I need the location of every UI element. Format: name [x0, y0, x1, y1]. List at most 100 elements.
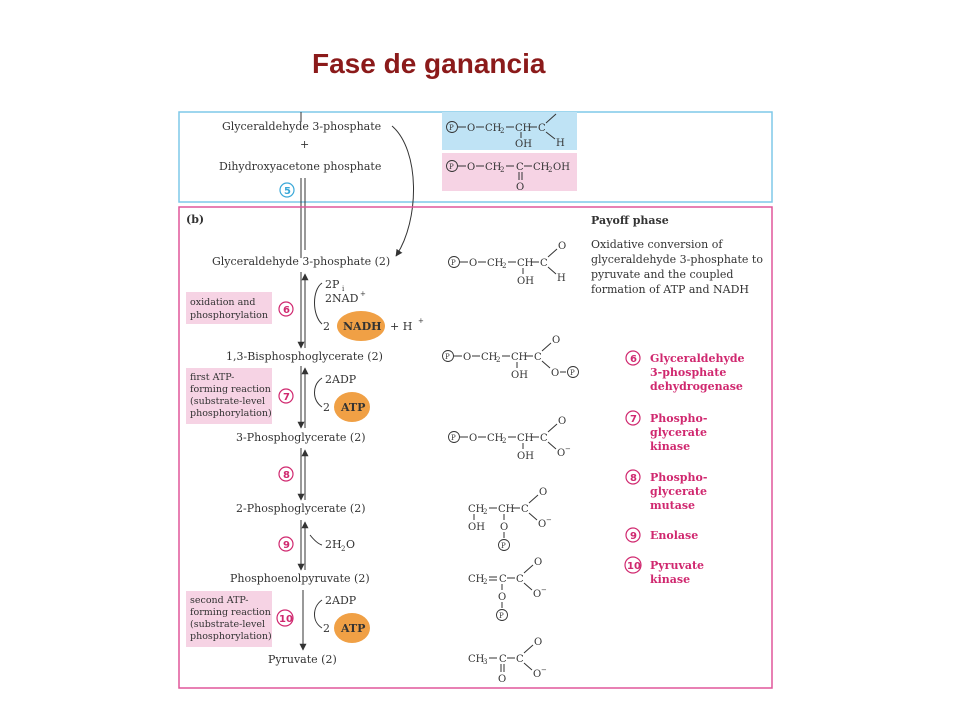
svg-text:O: O	[469, 433, 477, 444]
svg-text:P: P	[445, 353, 450, 361]
svg-text:C: C	[540, 433, 548, 444]
svg-text:O: O	[558, 241, 566, 252]
svg-text:CH: CH	[468, 504, 485, 515]
plus-sign: +	[300, 138, 309, 151]
second-atp-annotation-1: second ATP-	[190, 595, 249, 606]
oxidation-annotation-box	[186, 292, 272, 324]
svg-text:6: 6	[630, 354, 637, 365]
svg-text:P: P	[501, 542, 506, 550]
enzyme-legend: 6 Glyceraldehyde 3-phosphate dehydrogena…	[624, 350, 745, 586]
svg-text:O: O	[463, 352, 471, 363]
isomerase-curve-arrow	[391, 125, 415, 257]
g3p-structure: P O CH 2 CH C OH O H	[448, 241, 566, 287]
dhap-structure-highlight	[442, 153, 577, 191]
svg-text:2: 2	[502, 437, 506, 445]
step-7-circle	[278, 388, 294, 404]
step-8-number: 8	[283, 470, 290, 481]
metabolite-3pg: 3-Phosphoglycerate (2)	[236, 431, 366, 444]
svg-text:O: O	[467, 162, 475, 173]
svg-text:O: O	[538, 519, 546, 530]
product-atp-7: ATP	[340, 401, 365, 414]
svg-text:CH: CH	[468, 654, 485, 665]
enzyme-8-line-3: mutase	[650, 499, 695, 512]
svg-text:−: −	[541, 586, 547, 594]
svg-text:−: −	[541, 666, 547, 674]
enzyme-8-line-2: glycerate	[650, 485, 707, 498]
svg-text:+: +	[418, 317, 424, 325]
product-nadh: NADH	[343, 320, 382, 333]
metabolite-gap-top: Glyceraldehyde 3-phosphate	[222, 120, 381, 133]
3pg-structure: P O CH 2 CH C OH O O −	[448, 416, 571, 462]
product-coef-atp-7: 2	[323, 401, 330, 414]
svg-text:CH: CH	[498, 504, 515, 515]
svg-text:CH: CH	[481, 352, 498, 363]
enzyme-7-line-1: Phospho-	[650, 412, 707, 425]
panel-b-frame	[178, 206, 773, 689]
svg-text:O: O	[534, 557, 542, 568]
svg-text:CH: CH	[487, 258, 504, 269]
step-7-number: 7	[283, 392, 290, 403]
svg-text:OH: OH	[553, 162, 570, 173]
product-h-plus: + H	[390, 320, 412, 333]
phase-desc-2: glyceraldehyde 3-phosphate to	[591, 253, 763, 266]
svg-text:O: O	[346, 538, 355, 551]
svg-text:i: i	[342, 285, 345, 293]
second-atp-annotation-4: phosphorylation)	[190, 631, 272, 642]
svg-text:C: C	[499, 654, 507, 665]
nadh-badge	[337, 311, 385, 341]
svg-text:CH: CH	[468, 574, 485, 585]
svg-text:P: P	[449, 124, 454, 132]
enzyme-10-line-1: Pyruvate	[650, 559, 704, 572]
svg-text:C: C	[516, 162, 524, 173]
metabolite-g3p: Glyceraldehyde 3-phosphate (2)	[212, 255, 390, 268]
svg-text:O: O	[539, 487, 547, 498]
svg-text:C: C	[516, 574, 524, 585]
slide-title: Fase de ganancia	[312, 48, 546, 79]
svg-text:OH: OH	[515, 139, 532, 150]
first-atp-annotation-4: phosphorylation)	[190, 408, 272, 419]
enzyme-6-line-3: dehydrogenase	[650, 380, 743, 393]
atp-badge-7	[334, 392, 370, 422]
enzyme-9-line-1: Enolase	[650, 529, 698, 542]
reactant-2adp-10: 2ADP	[325, 594, 357, 607]
2pg-structure: CH 2 CH C OH O P O O −	[468, 487, 552, 551]
step-8-circle	[278, 466, 294, 482]
svg-text:10: 10	[627, 561, 641, 572]
svg-text:CH: CH	[517, 433, 534, 444]
svg-text:2: 2	[500, 166, 504, 174]
svg-text:OH: OH	[511, 370, 528, 381]
product-atp-10: ATP	[340, 622, 365, 635]
svg-text:CH: CH	[487, 433, 504, 444]
second-atp-annotation-box	[186, 591, 272, 647]
step-10-number: 10	[279, 614, 293, 625]
oxidation-annotation-1: oxidation and	[190, 297, 255, 308]
svg-text:−: −	[546, 516, 552, 524]
svg-text:O: O	[533, 669, 541, 680]
svg-text:2: 2	[548, 166, 552, 174]
metabolite-pep: Phosphoenolpyruvate (2)	[230, 572, 370, 585]
svg-text:C: C	[499, 574, 507, 585]
svg-text:P: P	[451, 259, 456, 267]
svg-text:H: H	[557, 273, 566, 284]
svg-text:OH: OH	[517, 451, 534, 462]
svg-text:2: 2	[502, 262, 506, 270]
svg-text:O: O	[498, 674, 506, 685]
enzyme-7-line-3: kinase	[650, 440, 690, 453]
first-atp-annotation-1: first ATP-	[190, 372, 234, 383]
pyruvate-structure: CH 3 C C O O O −	[468, 637, 547, 685]
reactant-2adp-7: 2ADP	[325, 373, 357, 386]
step-5-number: 5	[284, 186, 291, 197]
svg-text:CH: CH	[517, 258, 534, 269]
oxidation-annotation-2: phosphorylation	[190, 310, 268, 321]
svg-text:P: P	[570, 369, 575, 377]
enzyme-6-line-1: Glyceraldehyde	[650, 352, 745, 365]
svg-text:O: O	[533, 589, 541, 600]
svg-text:CH: CH	[533, 162, 550, 173]
svg-text:2: 2	[341, 545, 345, 553]
svg-text:2: 2	[483, 508, 487, 516]
svg-text:O: O	[558, 416, 566, 427]
phase-desc-4: formation of ATP and NADH	[591, 283, 749, 296]
svg-text:CH: CH	[485, 123, 502, 134]
metabolite-13bpg: 1,3-Bisphosphoglycerate (2)	[226, 350, 383, 363]
